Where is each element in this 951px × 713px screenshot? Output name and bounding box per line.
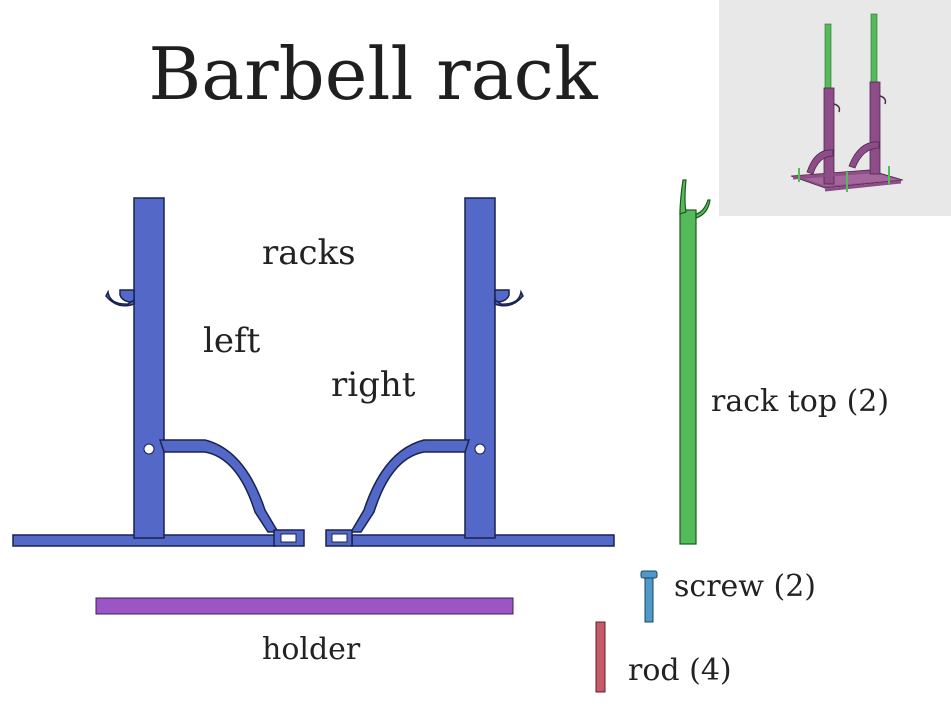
right-rack-part xyxy=(325,197,615,547)
holder-label: holder xyxy=(262,632,361,667)
screw-label: screw (2) xyxy=(674,569,817,604)
holder-part xyxy=(95,597,514,615)
racks-label: racks xyxy=(262,233,356,273)
left-foot-slot xyxy=(280,533,297,543)
right-bolt-hole xyxy=(474,443,486,455)
rod-part xyxy=(595,621,606,693)
left-bolt-hole xyxy=(143,443,155,455)
rack-top-label: rack top (2) xyxy=(711,384,890,419)
screw-part xyxy=(640,570,658,623)
rack-top-part xyxy=(679,179,711,545)
right-foot-slot xyxy=(331,533,348,543)
assembly-preview xyxy=(719,0,951,216)
left-rack-label: left xyxy=(203,321,261,361)
left-rack-part xyxy=(12,197,305,547)
right-rack-label: right xyxy=(331,365,416,405)
rod-label: rod (4) xyxy=(628,653,732,688)
assembly-preview-drawing xyxy=(790,13,904,192)
diagram-title: Barbell rack xyxy=(148,32,598,116)
